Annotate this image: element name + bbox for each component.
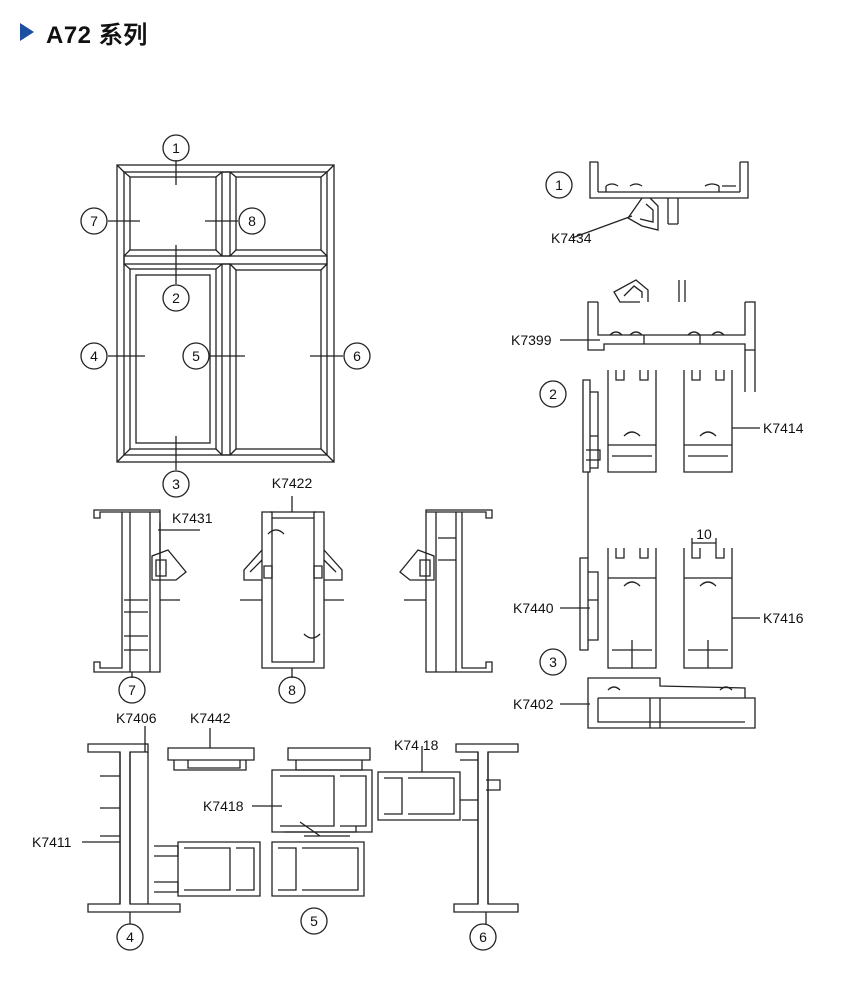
label-k7418-center: K7418 — [203, 798, 244, 814]
bottom-assembly — [82, 726, 519, 951]
section-8 — [240, 496, 344, 704]
section-marker-6: 6 — [479, 929, 487, 945]
label-k7414: K7414 — [763, 420, 804, 436]
section-marker-7: 7 — [128, 682, 136, 698]
label-k7440: K7440 — [513, 600, 554, 616]
label-k7442: K7442 — [190, 710, 231, 726]
marker-2: 2 — [172, 290, 180, 306]
label-k7399: K7399 — [511, 332, 552, 348]
section-7 — [93, 509, 200, 704]
section-2-3-sash — [539, 279, 760, 729]
label-k7402: K7402 — [513, 696, 554, 712]
elevation-markers: 1 2 3 4 5 6 7 8 — [90, 140, 361, 492]
page-title: A72 系列 — [46, 21, 148, 49]
marker-7: 7 — [90, 213, 98, 229]
section-marker-2: 2 — [549, 386, 557, 402]
section-7-mirror — [399, 509, 493, 673]
label-k7422: K7422 — [272, 475, 313, 491]
label-k7411: K7411 — [32, 834, 72, 850]
section-marker-3: 3 — [549, 654, 557, 670]
marker-6: 6 — [353, 348, 361, 364]
label-dim-10: 10 — [696, 526, 712, 542]
section-1-k7434 — [545, 161, 749, 239]
triangle-right-icon — [20, 23, 34, 41]
section-markers: 1 2 3 4 5 6 7 8 — [126, 177, 563, 945]
window-elevation — [80, 134, 371, 498]
profile-labels: K7434 K7399 K7414 K7440 K7416 K7402 10 K… — [32, 230, 804, 850]
page-header: A72 系列 — [20, 14, 148, 50]
section-marker-5: 5 — [310, 913, 318, 929]
section-marker-1: 1 — [555, 177, 563, 193]
label-k7416: K7416 — [763, 610, 804, 626]
marker-5: 5 — [192, 348, 200, 364]
marker-4: 4 — [90, 348, 98, 364]
section-marker-4: 4 — [126, 929, 134, 945]
marker-3: 3 — [172, 476, 180, 492]
marker-1: 1 — [172, 140, 180, 156]
label-k7406: K7406 — [116, 710, 157, 726]
label-k7431: K7431 — [172, 510, 213, 526]
marker-8: 8 — [248, 213, 256, 229]
label-k7434: K7434 — [551, 230, 592, 246]
label-k7418-right: K74 18 — [394, 737, 439, 753]
section-marker-8: 8 — [288, 682, 296, 698]
